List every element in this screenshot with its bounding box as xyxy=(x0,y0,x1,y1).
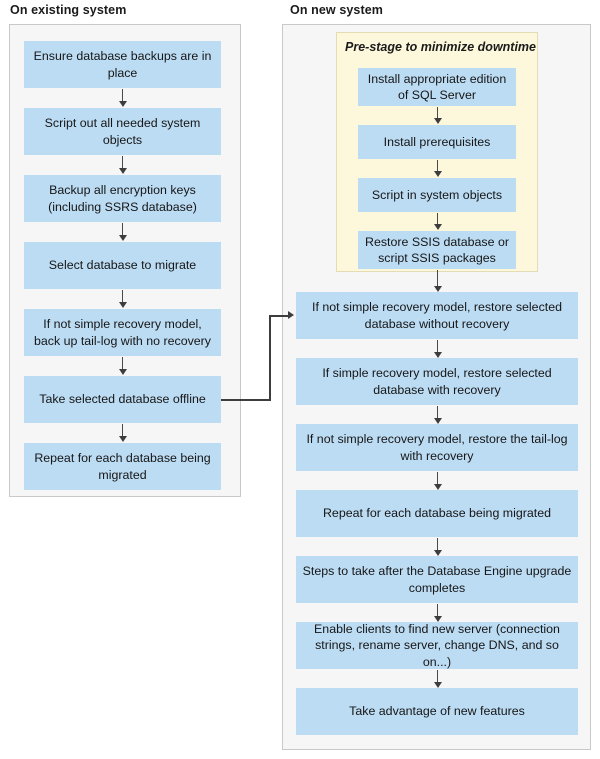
node-restore-without-recovery[interactable]: If not simple recovery model, restore se… xyxy=(296,292,578,339)
arrow-taillog-to-repeat xyxy=(432,472,443,490)
node-repeat-each-database-new[interactable]: Repeat for each database being migrated xyxy=(296,490,578,537)
node-backup-keys[interactable]: Backup all encryption keys (including SS… xyxy=(24,175,221,222)
node-label: If not simple recovery model, restore th… xyxy=(306,432,568,463)
node-restore-tail-log[interactable]: If not simple recovery model, restore th… xyxy=(296,424,578,471)
node-label: Restore SSIS database or script SSIS pac… xyxy=(365,234,509,266)
arrow-offline-to-repeat xyxy=(117,424,128,442)
node-restore-ssis[interactable]: Restore SSIS database or script SSIS pac… xyxy=(358,231,516,269)
arrow-ensure-to-script xyxy=(117,89,128,107)
node-label: If not simple recovery model, back up ta… xyxy=(34,317,211,348)
arrow-script-to-keys xyxy=(117,156,128,174)
column-header-existing-system: On existing system xyxy=(10,3,127,17)
node-restore-with-recovery[interactable]: If simple recovery model, restore select… xyxy=(296,358,578,405)
node-label: Script in system objects xyxy=(371,187,503,202)
arrow-edition-to-prereqs xyxy=(432,107,443,124)
arrow-keys-to-select xyxy=(117,223,128,241)
column-header-new-system: On new system xyxy=(290,3,383,17)
node-script-objects[interactable]: Script out all needed system objects xyxy=(24,108,221,155)
node-new-features[interactable]: Take advantage of new features xyxy=(296,688,578,735)
arrow-ssis-to-restore-without-recovery xyxy=(432,270,443,292)
arrow-select-to-taillog xyxy=(117,290,128,308)
node-label: Steps to take after the Database Engine … xyxy=(302,564,572,595)
node-label: Install appropriate edition of SQL Serve… xyxy=(367,71,507,103)
node-label: Repeat for each database being migrated xyxy=(322,506,551,521)
node-label: Script out all needed system objects xyxy=(44,116,201,147)
node-script-in-system-objects[interactable]: Script in system objects xyxy=(358,178,516,212)
node-label: Enable clients to find new server (conne… xyxy=(314,621,560,669)
node-repeat-each-database[interactable]: Repeat for each database being migrated xyxy=(24,443,221,490)
node-select-database[interactable]: Select database to migrate xyxy=(24,242,221,289)
node-take-offline[interactable]: Take selected database offline xyxy=(24,376,221,423)
arrow-taillog-to-offline xyxy=(117,357,128,375)
arrow-post-upgrade-to-enable-clients xyxy=(432,604,443,622)
arrow-prereqs-to-script xyxy=(432,160,443,177)
arrow-with-recovery-to-taillog xyxy=(432,406,443,424)
node-backup-tail-log[interactable]: If not simple recovery model, back up ta… xyxy=(24,309,221,356)
arrow-enable-clients-to-new-features xyxy=(432,670,443,688)
node-label: If simple recovery model, restore select… xyxy=(322,366,552,397)
node-label: Ensure database backups are in place xyxy=(33,49,212,80)
node-ensure-backups[interactable]: Ensure database backups are in place xyxy=(24,41,221,88)
node-enable-clients[interactable]: Enable clients to find new server (conne… xyxy=(296,622,578,669)
node-label: Backup all encryption keys (including SS… xyxy=(48,183,197,214)
arrow-repeat-to-post-upgrade xyxy=(432,538,443,556)
node-label: Repeat for each database being migrated xyxy=(34,451,211,482)
node-label: Take selected database offline xyxy=(39,392,206,407)
arrow-without-to-with-recovery xyxy=(432,340,443,358)
arrow-script-to-ssis xyxy=(432,213,443,230)
node-post-upgrade-steps[interactable]: Steps to take after the Database Engine … xyxy=(296,556,578,603)
node-label: Take advantage of new features xyxy=(349,704,525,719)
node-install-edition[interactable]: Install appropriate edition of SQL Serve… xyxy=(358,68,516,106)
node-install-prerequisites[interactable]: Install prerequisites xyxy=(358,125,516,159)
node-label: Install prerequisites xyxy=(383,134,491,149)
node-label: If not simple recovery model, restore se… xyxy=(312,300,562,331)
prestage-group-title: Pre-stage to minimize downtime xyxy=(345,40,537,54)
node-label: Select database to migrate xyxy=(48,258,197,273)
